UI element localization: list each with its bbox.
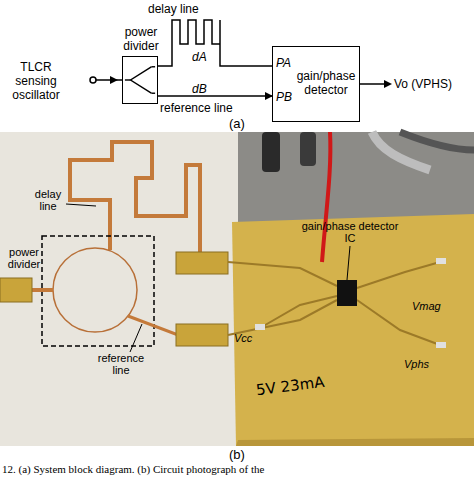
input-arrow	[110, 76, 118, 84]
divider-symbol	[123, 57, 157, 103]
board-edge	[236, 438, 474, 446]
delay-line-trace	[70, 142, 200, 262]
pcb-trace	[228, 262, 337, 286]
length-label: dA	[192, 50, 207, 64]
solder-pad	[436, 258, 446, 264]
length-label: dB	[192, 82, 207, 96]
sma-connector	[176, 324, 228, 346]
delay-line	[158, 20, 272, 66]
output-wire	[360, 83, 388, 85]
panel-label: (a)	[229, 117, 245, 131]
photo-background	[0, 132, 474, 446]
sma-connector	[0, 278, 32, 302]
sma-connector	[176, 252, 228, 274]
pcb-trace	[260, 296, 337, 328]
port-label: PB	[276, 90, 292, 104]
reference-line	[158, 95, 272, 97]
photo-label: reference line	[90, 352, 152, 376]
edge-label: delay line	[148, 2, 199, 16]
node-label: power divider	[111, 25, 171, 53]
signal-name: Vo (VPHS)	[394, 77, 452, 91]
probe-clip	[300, 132, 316, 166]
pin-label: Vphs	[404, 358, 429, 370]
divider-outline	[42, 236, 154, 346]
pin-label: Vmag	[412, 300, 441, 312]
detector-chip	[337, 280, 357, 306]
port-label: PA	[276, 56, 291, 70]
divider-box: power divider	[122, 56, 158, 104]
coax-cable	[400, 132, 474, 150]
solder-pad	[436, 342, 446, 348]
node-label: gain/phase detector	[295, 69, 357, 97]
edge-label: reference line	[160, 101, 233, 115]
detector-board	[232, 214, 474, 446]
input-wire	[96, 79, 122, 81]
leader-line	[66, 204, 96, 206]
leader-line	[347, 246, 350, 280]
source-label: TLCR sensing oscillator	[4, 60, 68, 102]
probe-clip	[262, 132, 280, 172]
pcb-trace	[357, 300, 440, 345]
input-trace	[30, 288, 53, 292]
photo-label: delay line	[28, 188, 68, 212]
panel-label: (b)	[229, 448, 245, 462]
sensor-board	[0, 132, 238, 446]
photo-label: gain/phase detector IC	[296, 220, 404, 244]
pcb-trace	[357, 262, 440, 288]
solder-pad	[255, 324, 265, 330]
pcb-trace	[228, 300, 337, 335]
ring-divider	[53, 248, 137, 332]
figure-caption: 12. (a) System block diagram. (b) Circui…	[2, 463, 264, 476]
pin-label: Vcc	[234, 332, 252, 344]
output-arrow	[384, 80, 392, 88]
supply-wire	[322, 132, 330, 262]
photo-label: power divider	[2, 246, 46, 270]
leader-line	[130, 324, 142, 352]
input-terminal	[90, 77, 96, 83]
